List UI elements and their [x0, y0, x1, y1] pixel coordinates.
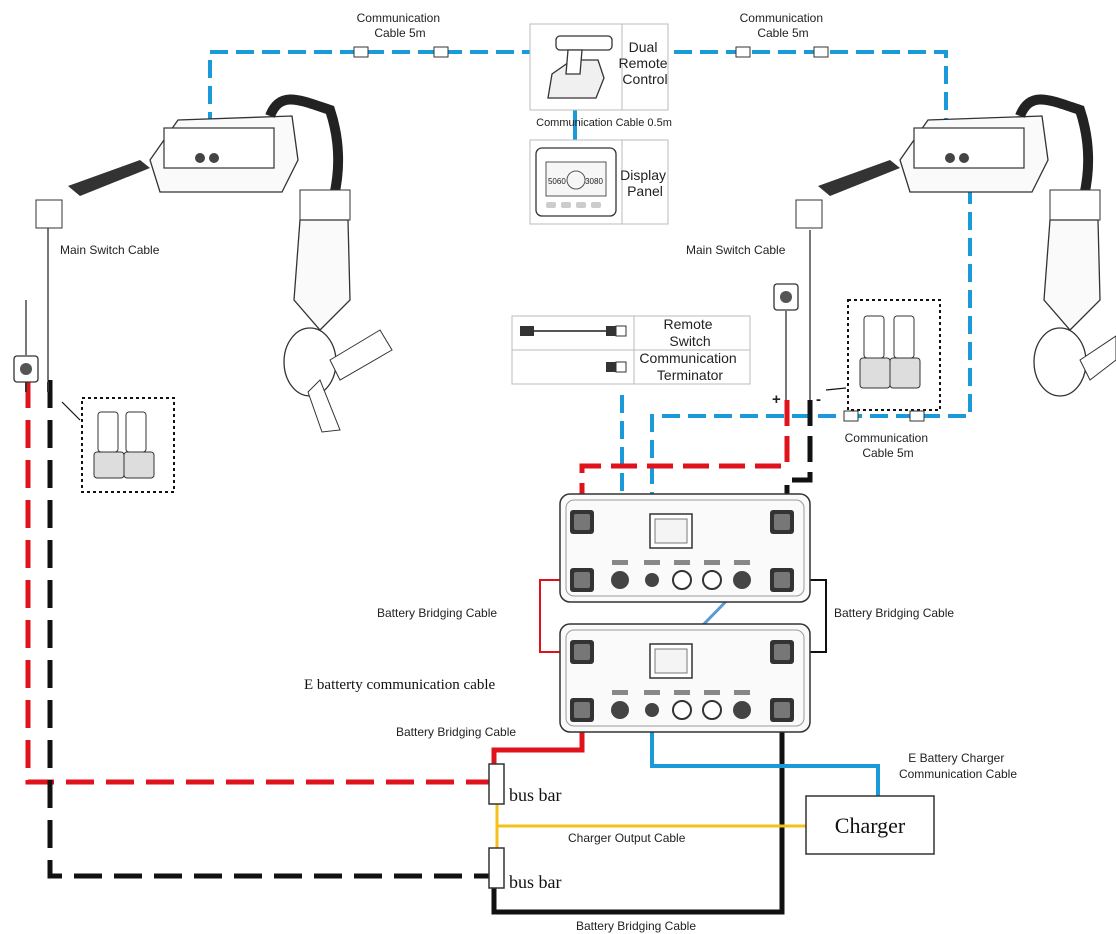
dual-remote-line1: Dual	[629, 39, 658, 55]
battery-top	[559, 493, 811, 603]
svg-text:Communication Terminator: Communication Terminator	[639, 350, 740, 383]
remote-switch-terminator-box	[511, 315, 751, 385]
left-negative-cable	[47, 380, 490, 879]
bus-bar-bottom	[488, 847, 505, 889]
remote-switch-line2: Switch	[669, 333, 710, 349]
svg-text:Communication Cable 5m: Communication Cable 5m	[845, 431, 932, 460]
right-motor	[795, 94, 1116, 397]
bus-bar-bottom-label: bus bar	[509, 872, 562, 892]
connector-top-right	[735, 46, 829, 58]
connector-right-comm	[843, 410, 925, 422]
connector-top-left	[353, 46, 449, 58]
charger-comm-cable	[650, 712, 880, 796]
charger-comm-line1: E Battery Charger	[908, 751, 1004, 765]
main-switch-left-label: Main Switch Cable	[60, 243, 160, 257]
svg-text:5060 3080: 5060 3080	[548, 177, 603, 186]
svg-text:Display Panel: Display Panel	[620, 167, 670, 199]
bus-bar-top-label: bus bar	[509, 785, 562, 805]
charger-output-cable	[495, 804, 806, 828]
charger-output-label: Charger Output Cable	[568, 831, 686, 845]
right-breaker-detail	[847, 299, 941, 411]
battery-bottom	[559, 623, 811, 733]
comm-cable-top-right	[622, 50, 948, 130]
dual-remote-line3: Control	[622, 71, 667, 87]
svg-text:E Battery Charger Communic: E Battery Charger Communication Cable	[899, 751, 1017, 781]
svg-text:Communication Cable 5m: Communication Cable 5m	[740, 11, 827, 40]
comm-cable-right-line2: Cable 5m	[862, 446, 913, 460]
comm-cable-tr-line2: Cable 5m	[757, 26, 808, 40]
battery-bridging-left-label: Battery Bridging Cable	[377, 606, 497, 620]
minus-sign: -	[816, 391, 821, 408]
left-breaker-detail	[81, 397, 175, 493]
comm-cable-tl-line2: Cable 5m	[374, 26, 425, 40]
charger-comm-line2: Communication Cable	[899, 767, 1017, 781]
e-battery-comm-label: E batterty communication cable	[304, 677, 496, 693]
right-positive-cable	[579, 400, 790, 510]
comm-cable-tr-line1: Communication	[740, 11, 823, 25]
bridging-bottom-black	[491, 712, 785, 915]
svg-text:Dual Remote Control: Dual Remote Control	[619, 39, 672, 87]
dual-remote-control-box	[529, 23, 669, 111]
battery-bridging-mid-label: Battery Bridging Cable	[396, 725, 516, 739]
display-readout-right: 3080	[585, 177, 603, 186]
main-switch-right-label: Main Switch Cable	[686, 243, 786, 257]
right-main-switch	[773, 230, 811, 400]
comm-terminator-line1: Communication	[639, 350, 736, 366]
display-panel-line1: Display	[620, 167, 666, 183]
battery-bridging-bottom-label: Battery Bridging Cable	[576, 919, 696, 933]
comm-cable-tl-line1: Communication	[357, 11, 440, 25]
display-panel-box	[529, 139, 669, 225]
comm-cable-right-line1: Communication	[845, 431, 928, 445]
left-positive-cable	[25, 380, 490, 785]
bus-bar-top	[488, 763, 505, 805]
comm-cable-05m-label: Communication Cable 0.5m	[536, 117, 672, 129]
comm-cable-top-left	[208, 50, 530, 130]
left-motor	[35, 94, 393, 433]
bridging-left-thin	[539, 579, 570, 653]
svg-text:Remote Switch: Remote Switch	[664, 316, 717, 349]
svg-text:Communication Cable 5m: Communication Cable 5m	[357, 11, 444, 40]
plus-sign: +	[772, 391, 781, 408]
display-readout-left: 5060	[548, 177, 566, 186]
battery-bridging-right-label: Battery Bridging Cable	[834, 606, 954, 620]
comm-terminator-line2: Terminator	[657, 367, 723, 383]
charger-label: Charger	[835, 813, 906, 838]
left-main-switch	[13, 220, 49, 392]
dual-remote-line2: Remote	[619, 55, 668, 71]
right-breaker-arrow	[825, 387, 847, 391]
left-breaker-arrow	[61, 401, 81, 421]
charger-box	[805, 795, 935, 855]
bridging-right-thin	[796, 579, 827, 653]
display-panel-line2: Panel	[627, 183, 663, 199]
remote-switch-line1: Remote	[664, 316, 713, 332]
